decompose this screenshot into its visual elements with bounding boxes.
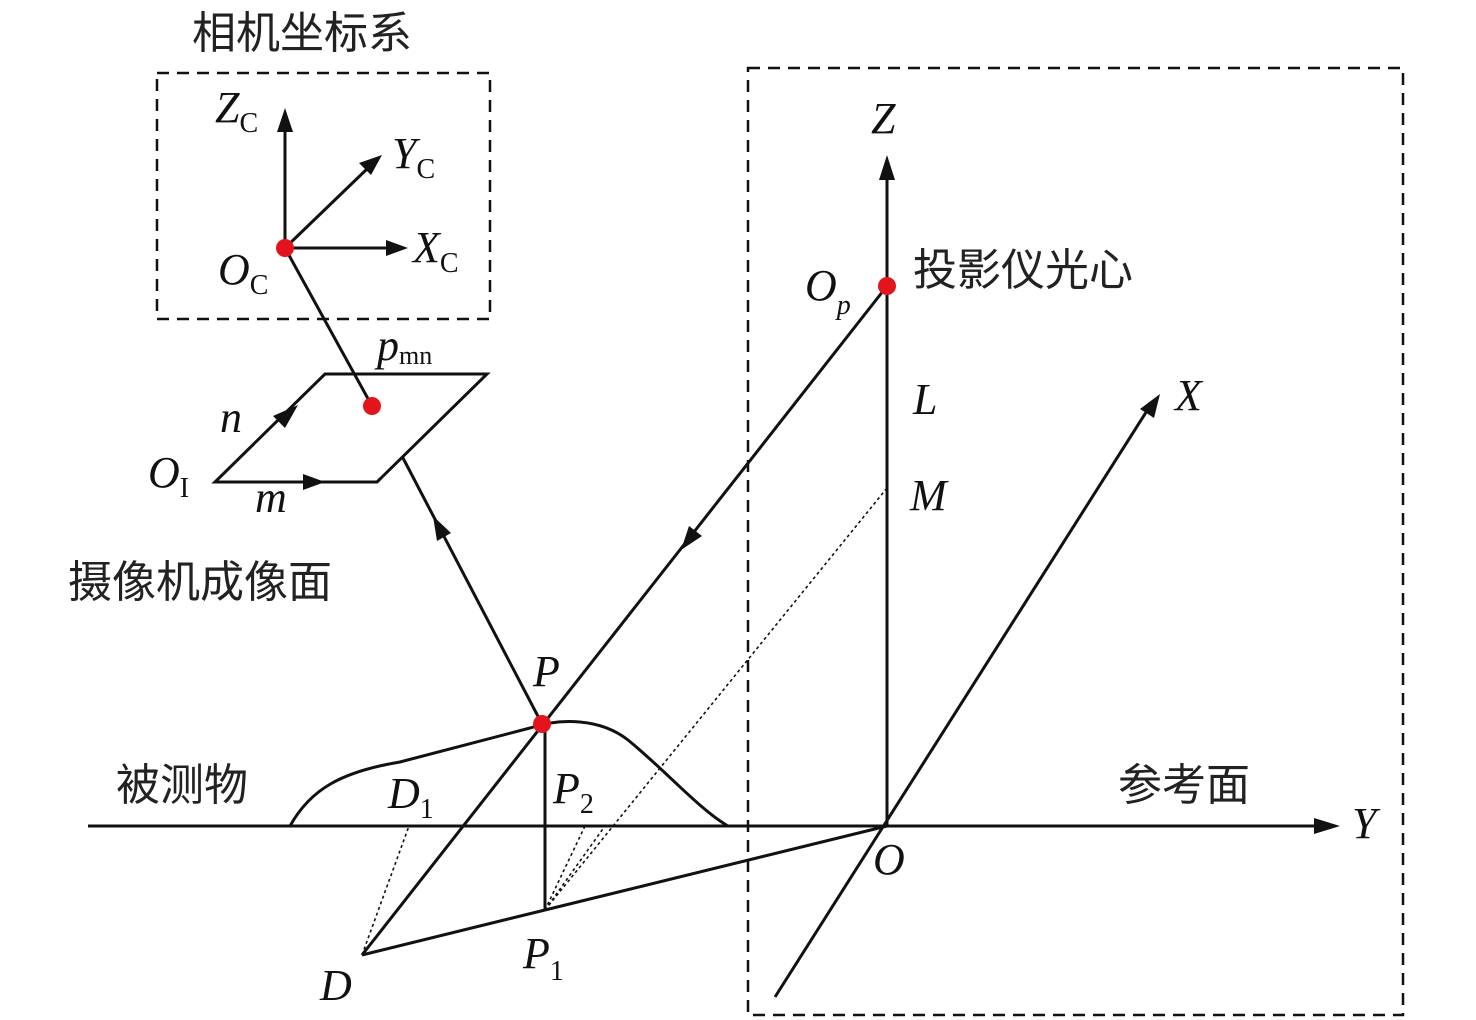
ray-down-arrow-icon xyxy=(681,526,702,550)
zc-arrow-icon xyxy=(277,108,293,132)
camera-coord-box xyxy=(155,71,492,321)
p-label: P xyxy=(532,647,560,696)
p1-o-line xyxy=(544,824,888,912)
n-label: n xyxy=(220,393,242,442)
z-label: Z xyxy=(871,94,896,143)
m-point-label: M xyxy=(909,471,949,520)
oc-label: OC xyxy=(218,245,268,301)
camera-coord-title: 相机坐标系 xyxy=(192,8,412,59)
x-label: X xyxy=(1173,371,1204,420)
n-arrow-icon xyxy=(273,405,298,428)
p2-label: P2 xyxy=(552,764,594,820)
yc-arrow-icon xyxy=(359,155,382,175)
z-arrow-icon xyxy=(879,155,895,180)
x-axis xyxy=(773,405,1152,998)
m-label: m xyxy=(255,473,287,522)
xc-arrow-icon xyxy=(386,240,408,256)
oc-to-pmn-line xyxy=(283,247,374,407)
y-arrow-icon xyxy=(1314,818,1340,834)
pmn-point xyxy=(363,397,381,415)
x-arrow-icon xyxy=(1140,394,1160,418)
yc-axis xyxy=(283,166,370,250)
op-point xyxy=(878,277,896,295)
d-label: D xyxy=(319,961,352,1010)
xc-label: XC xyxy=(411,223,459,279)
zc-label: ZC xyxy=(215,83,258,139)
op-label: Op xyxy=(805,261,851,321)
reference-plane-label: 参考面 xyxy=(1118,760,1250,811)
projector-center-label: 投影仪光心 xyxy=(913,245,1133,296)
ray-up-arrow-icon xyxy=(433,516,451,541)
yc-label: YC xyxy=(392,129,435,185)
y-label: Y xyxy=(1352,799,1381,848)
d1-label: D1 xyxy=(387,769,434,825)
p1-m-dotted xyxy=(544,487,888,911)
p-point xyxy=(533,715,551,733)
p-to-image-ray xyxy=(401,457,544,725)
image-plane xyxy=(211,372,491,484)
o-label: O xyxy=(873,835,905,884)
d-p1-line xyxy=(361,908,546,957)
d-d1-dotted xyxy=(361,825,410,956)
projector-ray xyxy=(360,285,889,956)
l-label: L xyxy=(912,375,937,424)
m-arrow-icon xyxy=(303,474,325,490)
object-profile xyxy=(288,720,729,828)
p1-p2-dotted-b xyxy=(544,825,606,911)
p1-label: P1 xyxy=(522,929,564,987)
camera-image-plane-label: 摄像机成像面 xyxy=(68,557,332,608)
projector-coord-box xyxy=(746,66,1405,1017)
pmn-label: pmn xyxy=(374,321,432,370)
oc-point xyxy=(276,239,294,257)
measured-object-label: 被测物 xyxy=(116,760,248,811)
oi-label: OI xyxy=(148,448,189,504)
